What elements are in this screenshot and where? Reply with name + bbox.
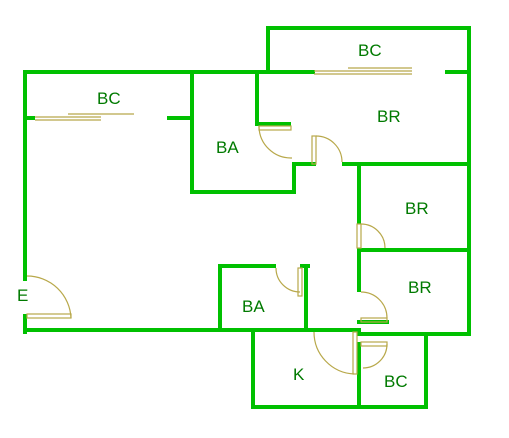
- label-br-top: BR: [377, 107, 401, 126]
- label-ba-lower: BA: [242, 297, 265, 316]
- label-bc-left: BC: [97, 89, 121, 108]
- label-br-middle: BR: [405, 199, 429, 218]
- label-bc-bottom: BC: [384, 372, 408, 391]
- label-bc-top-right: BC: [358, 41, 382, 60]
- doors: [26, 125, 388, 375]
- windows: [35, 67, 412, 121]
- room-labels: BC BC BR BA BR BR E BA K BC: [17, 41, 432, 391]
- label-entrance: E: [17, 286, 28, 305]
- label-ba-upper: BA: [216, 138, 239, 157]
- label-br-lower: BR: [408, 278, 432, 297]
- label-kitchen: K: [293, 365, 305, 384]
